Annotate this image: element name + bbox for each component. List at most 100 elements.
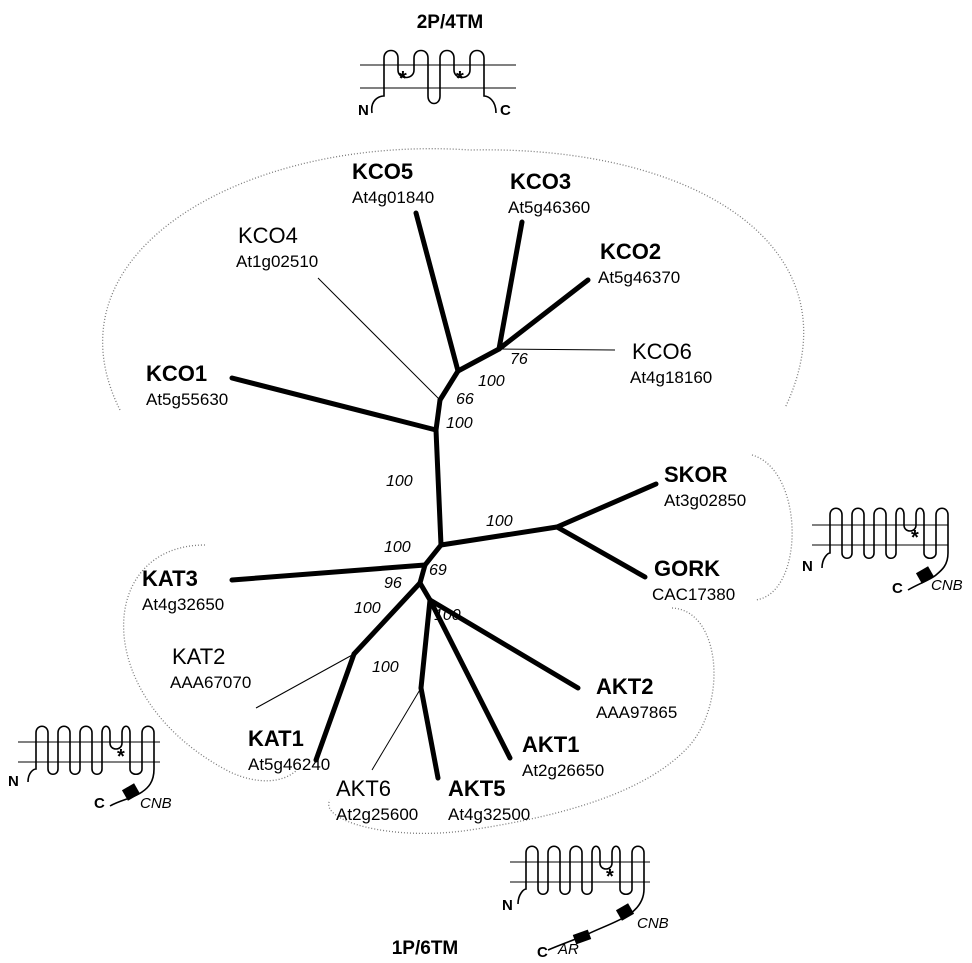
group-title-1p6tm: 1P/6TM	[392, 938, 459, 958]
leaf-accession: At4g32500	[448, 805, 530, 824]
cnb-label: CNB	[140, 795, 172, 812]
protein-trace	[27, 725, 155, 807]
leaf-accession: At5g46240	[248, 755, 330, 774]
n-terminus-label: N	[802, 558, 813, 575]
bootstrap-central-node: 69	[429, 562, 447, 579]
leaf-accession: At5g55630	[146, 390, 228, 409]
leaf-accession: At5g46370	[598, 268, 680, 287]
c-terminus-label: C	[892, 580, 903, 597]
topology-kat: * N C CNB	[8, 725, 172, 812]
group-outline-2p4tm	[101, 148, 805, 411]
branch-kco2-stem	[496, 277, 591, 352]
bootstrap-values: 76 100 66 100 100 100 100 69 96 100 100 …	[354, 351, 528, 676]
branch-kat1	[313, 651, 357, 763]
c-terminus-label: C	[94, 795, 105, 812]
ar-domain-block	[572, 929, 592, 945]
cnb-domain-block	[121, 783, 141, 801]
cnb-domain-block	[615, 903, 635, 921]
topology-2p4tm: * * N C	[358, 49, 516, 119]
branch-inward-lower	[417, 562, 428, 586]
branch-kco3-stem	[496, 219, 525, 352]
leaf-name: KAT2	[172, 644, 225, 669]
bootstrap-central: 100	[386, 473, 413, 490]
leaf-kco3: KCO3 At5g46360	[508, 169, 590, 217]
pore-asterisk: *	[399, 68, 407, 90]
leaf-accession: At4g18160	[630, 368, 712, 387]
pore-asterisk: *	[456, 68, 464, 90]
topology-akt: * N C CNB AR	[502, 845, 669, 961]
leaf-kco6: KCO6 At4g18160	[630, 339, 712, 387]
leaf-accession: CAC17380	[652, 585, 735, 604]
leaf-accession: At4g32650	[142, 595, 224, 614]
bootstrap-kco4-node: 66	[456, 391, 474, 408]
bootstrap-akt-clade: 100	[434, 607, 461, 624]
leaf-akt2: AKT2 AAA97865	[596, 674, 677, 722]
leaf-name: KAT3	[142, 566, 198, 591]
branch-kco4	[317, 277, 441, 401]
leaf-name: SKOR	[664, 462, 728, 487]
leaf-name: AKT5	[448, 776, 505, 801]
leaf-kat1: KAT1 At5g46240	[248, 726, 330, 774]
leaf-name: KCO6	[632, 339, 692, 364]
leaf-name: KAT1	[248, 726, 304, 751]
leaf-accession: At5g46360	[508, 198, 590, 217]
leaf-name: AKT2	[596, 674, 653, 699]
branch-kco-lower	[433, 397, 443, 433]
cnb-label: CNB	[637, 915, 669, 932]
branch-kat-stem	[351, 580, 423, 657]
branch-kco1	[229, 375, 439, 433]
n-terminus-label: N	[8, 773, 19, 790]
leaf-skor: SKOR At3g02850	[664, 462, 746, 510]
leaf-akt5: AKT5 At4g32500	[448, 776, 530, 824]
cnb-domain-block	[915, 566, 935, 584]
leaf-name: KCO2	[600, 239, 661, 264]
n-terminus-label: N	[358, 102, 369, 119]
leaf-name: AKT1	[522, 732, 579, 757]
bootstrap-skor-gork: 100	[486, 513, 513, 530]
leaf-gork: GORK CAC17380	[652, 556, 735, 604]
leaf-kat2: KAT2 AAA67070	[170, 644, 251, 692]
branch-skor	[554, 481, 659, 530]
ar-label: AR	[557, 941, 579, 958]
pore-asterisk: *	[606, 866, 614, 888]
group-outline-outward	[751, 454, 793, 601]
bootstrap-kco-upper: 100	[478, 373, 505, 390]
leaf-accession: AAA67070	[170, 673, 251, 692]
leaf-name: KCO3	[510, 169, 571, 194]
leaf-accession: At2g25600	[336, 805, 418, 824]
tree-branches	[229, 210, 659, 781]
branch-akt2	[427, 597, 581, 691]
branch-central	[433, 427, 444, 548]
leaf-accession: At3g02850	[664, 491, 746, 510]
pore-asterisk: *	[117, 746, 125, 768]
branch-akt6	[371, 687, 422, 771]
bootstrap-outward-node: 100	[384, 539, 411, 556]
bootstrap-kat3-node: 96	[384, 575, 402, 592]
branch-akt-stem	[417, 580, 433, 603]
leaf-kco1: KCO1 At5g55630	[146, 361, 228, 409]
leaf-accession: At2g26650	[522, 761, 604, 780]
leaf-akt6: AKT6 At2g25600	[336, 776, 418, 824]
n-terminus-label: N	[502, 897, 513, 914]
leaf-name: KCO4	[238, 223, 298, 248]
branch-gork	[554, 524, 648, 580]
topology-outward: * N C CNB	[802, 507, 963, 597]
leaf-kat3: KAT3 At4g32650	[142, 566, 224, 614]
group-title-2p4tm: 2P/4TM	[417, 12, 484, 33]
bootstrap-kco-clade: 100	[446, 415, 473, 432]
protein-trace	[517, 845, 645, 951]
branch-outward-stem	[438, 524, 560, 548]
branch-kco-mid	[437, 368, 461, 403]
leaf-accession: At1g02510	[236, 252, 318, 271]
leaf-accession: At4g01840	[352, 188, 434, 207]
leaf-name: GORK	[654, 556, 720, 581]
branch-kat2	[255, 653, 355, 709]
leaf-kco2: KCO2 At5g46370	[598, 239, 680, 287]
bootstrap-kat-clade: 100	[354, 600, 381, 617]
branch-kco6	[498, 348, 616, 351]
branch-akt6-akt5	[418, 597, 433, 691]
leaf-kco4: KCO4 At1g02510	[236, 223, 318, 271]
c-terminus-label: C	[500, 102, 511, 119]
